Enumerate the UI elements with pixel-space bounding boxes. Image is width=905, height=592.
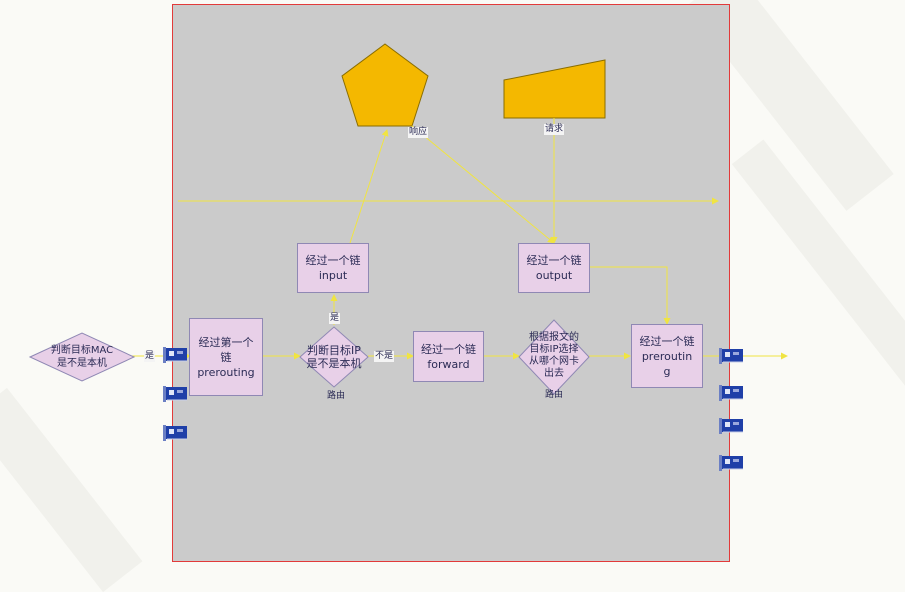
response-pentagon-icon <box>341 43 429 127</box>
prerouting-chain-box: 经过第一个 链 prerouting <box>189 318 263 396</box>
network-card-icon <box>163 425 187 441</box>
ip-decision-text: 判断目标IP 是不是本机 <box>306 344 362 370</box>
network-card-icon <box>719 348 743 364</box>
edge-output-to-prerouting <box>590 266 671 325</box>
network-card-icon <box>163 347 187 363</box>
network-card-icon <box>719 455 743 471</box>
nic-decision-diamond <box>518 319 590 395</box>
diagram-canvas <box>28 43 788 395</box>
nic-decision-text: 根据报文的 目标IP选择 从哪个网卡 出去 <box>529 332 579 379</box>
routing-label-2: 路由 <box>545 390 564 400</box>
edge-response-to-output <box>411 125 555 244</box>
network-card-icon <box>719 385 743 401</box>
network-card-icon <box>163 386 187 402</box>
forward-chain-box: 经过一个链 forward <box>413 331 484 382</box>
edge-label-yes-mac: 是 <box>144 351 156 362</box>
edge-input-to-response <box>349 129 389 244</box>
diagram-panel <box>172 4 730 562</box>
mac-decision-diamond <box>28 332 136 382</box>
network-card-icon <box>719 418 743 434</box>
input-chain-box: 经过一个链 input <box>297 243 369 293</box>
output-chain-box: 经过一个链 output <box>518 243 590 293</box>
edge-label-no-ip: 不是 <box>374 351 395 362</box>
request-label: 请求 <box>544 124 565 135</box>
edge-label-yes-ip: 是 <box>329 313 341 324</box>
routing-label-1: 路由 <box>327 391 346 401</box>
request-trapezoid-icon <box>503 59 606 119</box>
ip-decision-diamond <box>299 326 369 388</box>
mac-decision-text: 判断目标MAC 是不是本机 <box>50 345 114 369</box>
prerouting-chain-box-2: 经过一个链 preroutin g <box>631 324 703 388</box>
response-label: 响应 <box>408 127 429 138</box>
